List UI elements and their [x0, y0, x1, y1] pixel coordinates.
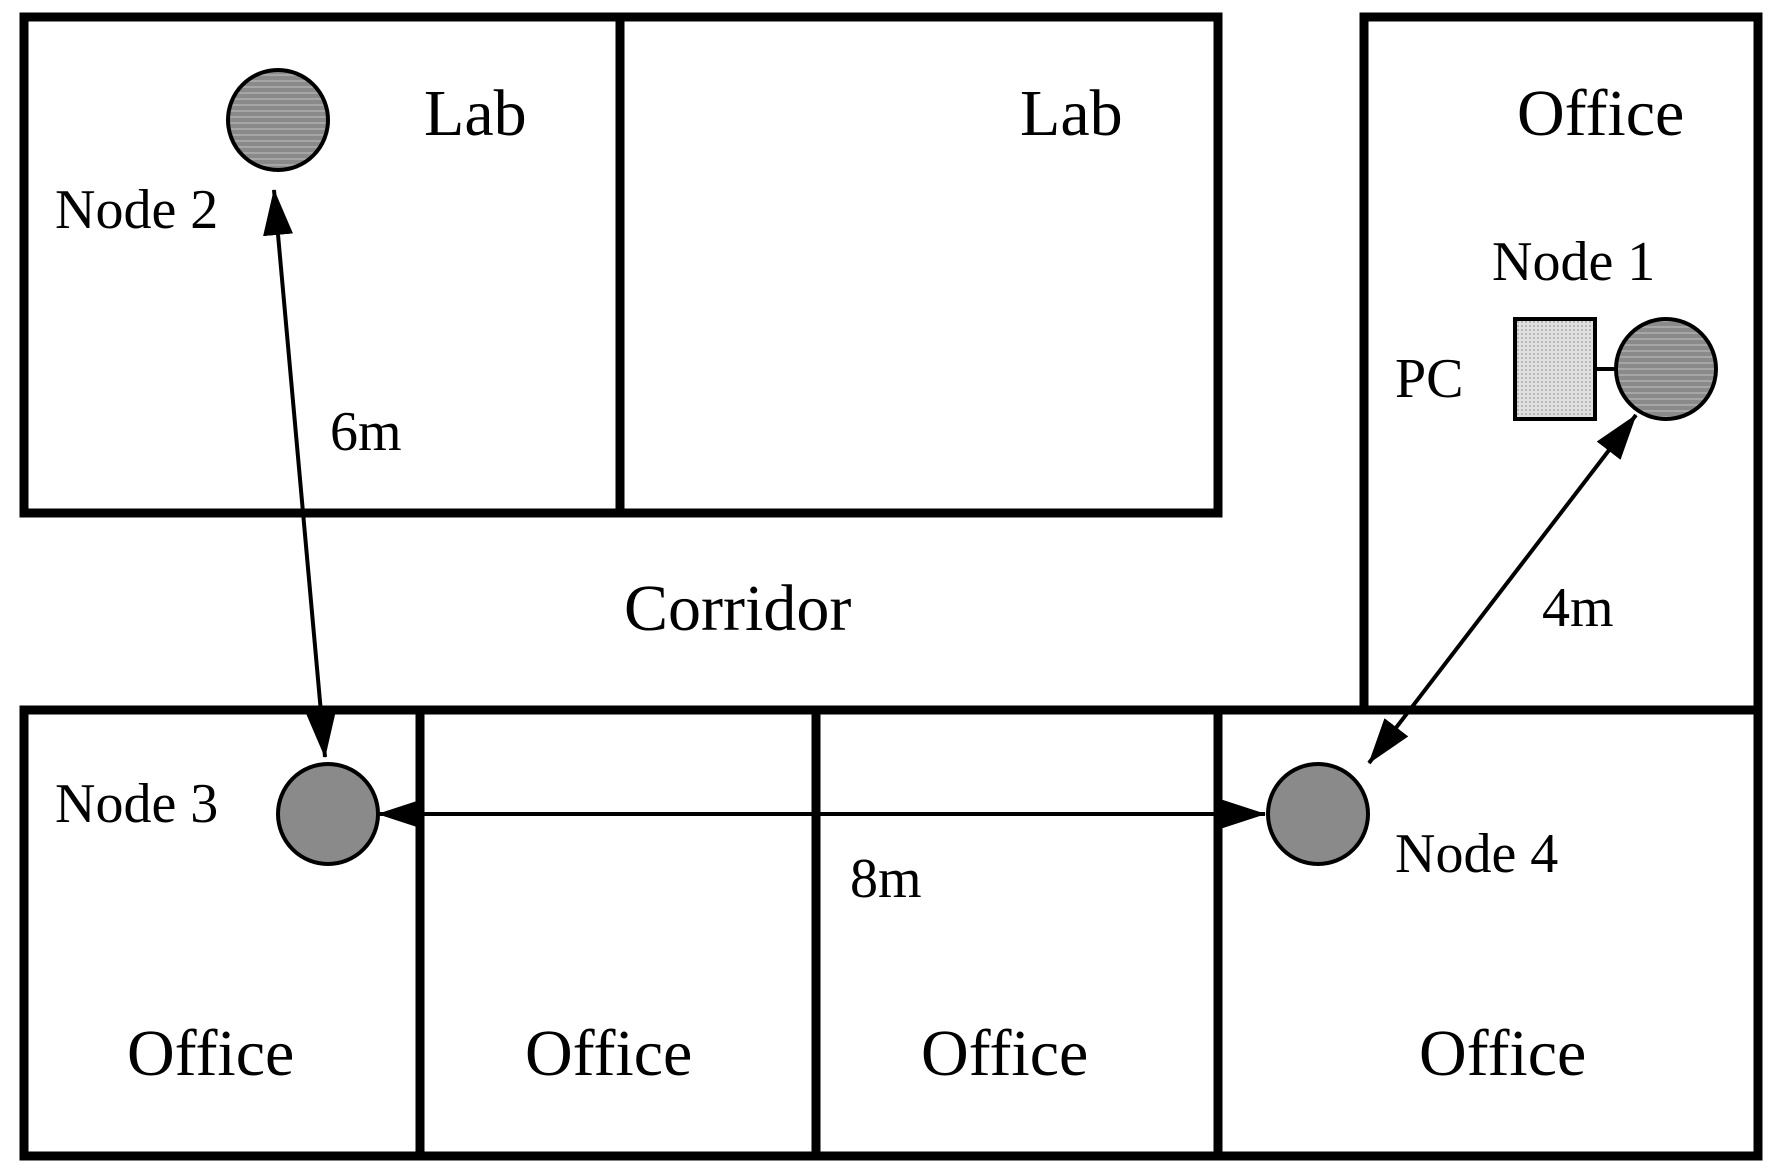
room-label-lab-right: Lab: [1020, 77, 1123, 150]
node-label-1: Node 1: [1492, 231, 1655, 293]
node-label-3: Node 3: [55, 773, 218, 835]
room-label-corridor: Corridor: [624, 572, 851, 645]
node-label-4: Node 4: [1395, 823, 1558, 885]
node-2-icon: [226, 68, 330, 172]
pc-label: PC: [1395, 348, 1464, 410]
node-3-icon: [276, 762, 380, 866]
office-row-wall: [19, 705, 1763, 1161]
node-label-2: Node 2: [55, 179, 218, 241]
link-node1-node4: [1367, 413, 1638, 765]
room-label-office-4: Office: [1419, 1017, 1586, 1090]
room-label-office-1: Office: [127, 1017, 294, 1090]
distance-label-6m: 6m: [330, 401, 402, 463]
room-label-office-2: Office: [525, 1017, 692, 1090]
room-label-office-top-right: Office: [1517, 77, 1684, 150]
link-node2-node3: [263, 189, 336, 758]
room-label-lab-left: Lab: [424, 77, 527, 150]
node-1-icon: [1614, 317, 1718, 421]
node-4-icon: [1266, 762, 1370, 866]
pc-icon: [1513, 317, 1597, 421]
room-label-office-3: Office: [921, 1017, 1088, 1090]
distance-label-8m: 8m: [850, 848, 922, 910]
distance-label-4m: 4m: [1542, 577, 1614, 639]
